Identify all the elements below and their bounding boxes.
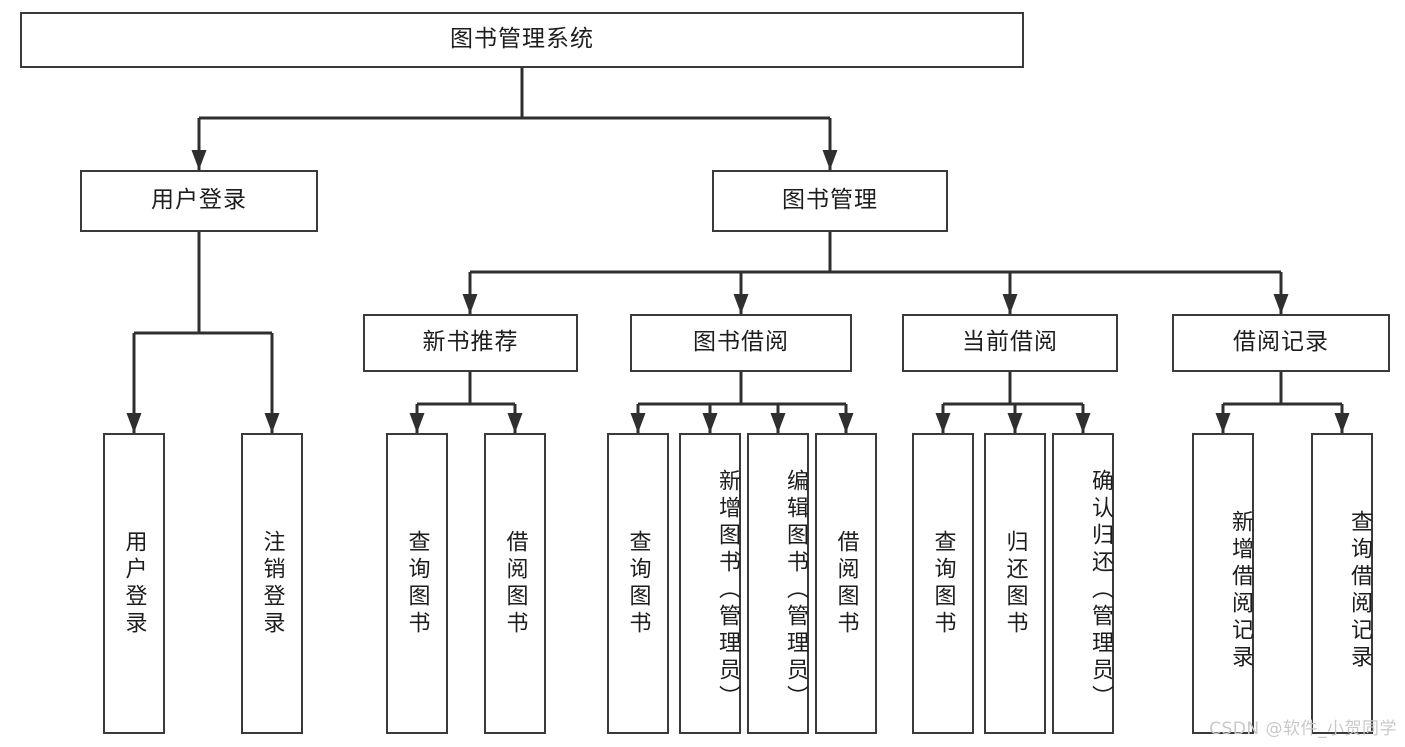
node-label: 当前借阅 <box>962 329 1058 356</box>
node-login-do[interactable]: 用户登录 <box>103 433 165 734</box>
node-book-manage[interactable]: 图书管理 <box>712 170 948 232</box>
node-rec-query-record[interactable]: 查询借阅记录 <box>1311 433 1373 734</box>
arrowhead-borrow-record <box>1273 294 1289 314</box>
node-cur-query-book[interactable]: 查询图书 <box>912 433 974 734</box>
arrowhead-rec-query-record <box>1334 413 1350 433</box>
arrowhead-logout-do <box>264 413 280 433</box>
arrowhead-bor-add-book <box>702 413 718 433</box>
node-label: 注销登录 <box>259 529 285 638</box>
node-label: 图书借阅 <box>693 329 789 356</box>
node-label: 新书推荐 <box>422 329 519 356</box>
arrowhead-book-manage <box>822 150 838 170</box>
node-rec-query-book[interactable]: 查询图书 <box>386 433 448 734</box>
node-label: 借阅图书 <box>502 529 528 638</box>
node-new-book-rec[interactable]: 新书推荐 <box>363 314 578 372</box>
node-label: 图书管理系统 <box>450 26 594 53</box>
node-cur-confirm-return[interactable]: 确认归还（管理员） <box>1052 433 1114 734</box>
arrowhead-bor-edit-book <box>770 413 786 433</box>
node-label: 用户登录 <box>121 529 147 638</box>
node-bor-edit-book[interactable]: 编辑图书（管理员） <box>747 433 809 734</box>
node-label: 编辑图书（管理员） <box>783 469 808 712</box>
node-label: 借阅记录 <box>1233 329 1329 356</box>
node-book-borrow[interactable]: 图书借阅 <box>630 314 852 372</box>
node-label: 借阅图书 <box>833 529 859 638</box>
node-rec-add-record[interactable]: 新增借阅记录 <box>1192 433 1254 734</box>
node-label: 新增图书（管理员） <box>715 469 740 712</box>
node-rec-borrow-book[interactable]: 借阅图书 <box>484 433 546 734</box>
node-root[interactable]: 图书管理系统 <box>20 12 1024 68</box>
node-label: 确认归还（管理员） <box>1088 469 1113 712</box>
watermark-label: CSDN @软件_小贺同学 <box>1209 719 1397 739</box>
arrowhead-cur-confirm-return <box>1075 413 1091 433</box>
arrowhead-cur-return-book <box>1007 413 1023 433</box>
node-cur-return-book[interactable]: 归还图书 <box>984 433 1046 734</box>
arrowhead-rec-add-record <box>1215 413 1231 433</box>
arrowhead-user-login <box>191 150 207 170</box>
arrowhead-login-do <box>126 413 142 433</box>
node-bor-query-book[interactable]: 查询图书 <box>607 433 669 734</box>
arrowhead-book-borrow <box>733 294 749 314</box>
node-label: 新增借阅记录 <box>1228 509 1253 672</box>
node-current-borrow[interactable]: 当前借阅 <box>902 314 1118 372</box>
node-label: 用户登录 <box>151 187 247 214</box>
node-borrow-record[interactable]: 借阅记录 <box>1172 314 1390 372</box>
arrowhead-bor-lend-book <box>838 413 854 433</box>
arrowhead-new-book-rec <box>462 294 478 314</box>
arrowhead-current-borrow <box>1002 294 1018 314</box>
node-label: 查询图书 <box>625 529 651 638</box>
node-bor-lend-book[interactable]: 借阅图书 <box>815 433 877 734</box>
arrowhead-rec-query-book <box>409 413 425 433</box>
node-label: 图书管理 <box>782 187 878 214</box>
node-bor-add-book[interactable]: 新增图书（管理员） <box>679 433 741 734</box>
node-label: 归还图书 <box>1002 529 1028 638</box>
arrowhead-cur-query-book <box>935 413 951 433</box>
arrowhead-rec-borrow-book <box>507 413 523 433</box>
node-label: 查询图书 <box>930 529 956 638</box>
node-user-login[interactable]: 用户登录 <box>80 170 318 232</box>
arrowhead-bor-query-book <box>630 413 646 433</box>
node-label: 查询图书 <box>404 529 430 638</box>
node-label: 查询借阅记录 <box>1347 509 1372 672</box>
node-logout-do[interactable]: 注销登录 <box>241 433 303 734</box>
